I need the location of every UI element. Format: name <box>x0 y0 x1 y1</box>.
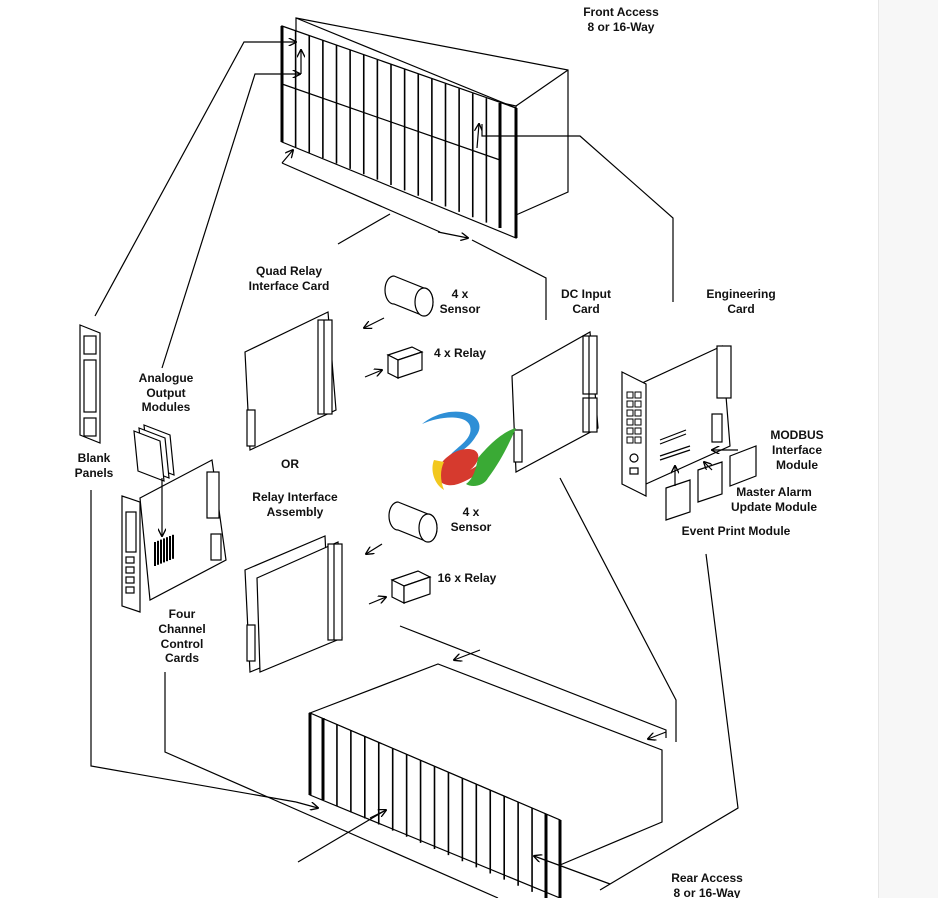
keypad-key <box>634 391 642 399</box>
logo-swoosh-blue <box>422 411 480 458</box>
label-modbus-1: MODBUS <box>770 428 823 442</box>
label-four-channel-2: Channel <box>158 622 205 636</box>
rear-access-rack <box>308 663 663 898</box>
label-blank-2: Panels <box>75 466 114 480</box>
label-relay-top: 4 x Relay <box>434 346 486 360</box>
keypad-key <box>626 427 634 435</box>
label-analogue-2: Output <box>146 386 185 400</box>
label-rear-access-2: 8 or 16-Way <box>674 886 741 898</box>
label-quad-relay-1: Quad Relay <box>256 264 322 278</box>
label-modbus-3: Module <box>776 458 818 472</box>
relay-block-bottom <box>390 570 432 604</box>
label-relay-assembly-1: Relay Interface <box>252 490 338 504</box>
label-engineering-2: Card <box>727 302 754 316</box>
keypad-key <box>634 427 642 435</box>
event-print-module <box>665 479 691 521</box>
label-four-channel-3: Control <box>161 637 204 651</box>
quad-relay-interface-card <box>244 311 337 451</box>
system-diagram: Front Access 8 or 16-Way Quad Relay Inte… <box>75 5 824 898</box>
label-four-channel-4: Cards <box>165 651 199 665</box>
labels: Front Access 8 or 16-Way Quad Relay Inte… <box>75 5 824 898</box>
label-modbus-2: Interface <box>772 443 822 457</box>
label-relay-bottom: 16 x Relay <box>438 571 497 585</box>
relay-block-top <box>386 346 424 379</box>
relay-interface-assembly <box>244 535 343 673</box>
analogue-output-modules <box>133 424 175 482</box>
connector-lines <box>90 42 739 898</box>
keypad-key <box>626 409 634 417</box>
label-front-access-2: 8 or 16-Way <box>588 20 655 34</box>
label-master-alarm-1: Master Alarm <box>736 485 812 499</box>
keypad-key <box>626 418 634 426</box>
keypad-key <box>634 436 642 444</box>
label-engineering-1: Engineering <box>706 287 775 301</box>
label-rear-access-1: Rear Access <box>671 871 743 885</box>
front-access-rack <box>280 17 569 239</box>
label-master-alarm-2: Update Module <box>731 500 817 514</box>
label-dc-input-1: DC Input <box>561 287 611 301</box>
label-quad-relay-2: Interface Card <box>249 279 330 293</box>
keypad-key <box>626 436 634 444</box>
keypad-key <box>626 391 634 399</box>
label-event-print: Event Print Module <box>682 524 791 538</box>
label-blank-1: Blank <box>78 451 111 465</box>
label-or: OR <box>281 457 299 471</box>
label-sensor-bottom-2: Sensor <box>451 520 492 534</box>
sensor-top <box>384 275 434 317</box>
label-analogue-1: Analogue <box>139 371 194 385</box>
label-relay-assembly-2: Assembly <box>267 505 324 519</box>
label-four-channel-1: Four <box>169 607 196 621</box>
master-alarm-update-module <box>697 461 723 503</box>
modbus-interface-module <box>729 445 757 487</box>
label-front-access-1: Front Access <box>583 5 659 19</box>
keypad-key <box>634 409 642 417</box>
engineering-card <box>621 345 732 497</box>
label-sensor-top-1: 4 x <box>452 287 469 301</box>
label-dc-input-2: Card <box>572 302 599 316</box>
diagram-canvas: Front Access 8 or 16-Way Quad Relay Inte… <box>74 5 824 898</box>
keypad-key <box>634 418 642 426</box>
keypad-key <box>634 400 642 408</box>
sensor-bottom <box>388 501 438 543</box>
blank-panel <box>79 324 101 444</box>
label-sensor-top-2: Sensor <box>440 302 481 316</box>
dc-input-card <box>511 331 599 473</box>
logo-swoosh-yellow <box>432 460 444 490</box>
logo-swoosh-red <box>436 440 504 486</box>
window-scrollbar[interactable] <box>878 0 938 898</box>
label-sensor-bottom-1: 4 x <box>463 505 480 519</box>
four-channel-control-card <box>121 459 227 613</box>
label-analogue-3: Modules <box>142 400 191 414</box>
logo-swoosh-green <box>466 428 516 486</box>
keypad-key <box>626 400 634 408</box>
brand-logo <box>422 411 516 490</box>
